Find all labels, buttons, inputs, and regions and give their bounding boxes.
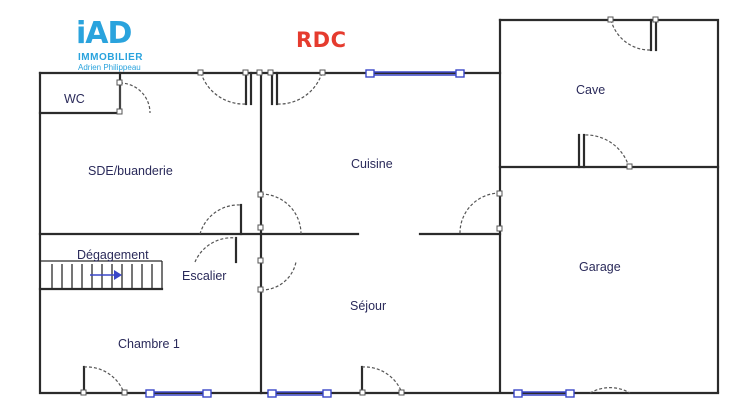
door-cave-top <box>610 19 652 51</box>
door-escalier-sejour <box>260 261 297 291</box>
window-cuisine-right <box>455 69 465 78</box>
room-label-cave: Cave <box>576 83 605 97</box>
room-label-garage: Garage <box>579 260 621 274</box>
windows <box>145 69 575 398</box>
stair-arrow-icon <box>90 270 122 280</box>
agency-logo: iAD IMMOBILIER Adrien Philippeau <box>70 18 180 74</box>
door-garage-kitchen <box>459 192 501 235</box>
window-garage-right <box>565 389 575 398</box>
room-label-wc: WC <box>64 92 85 106</box>
window-chambre-left <box>145 389 155 398</box>
room-label-cuisine: Cuisine <box>351 157 393 171</box>
logo-agent-name: Adrien Philippeau <box>78 63 141 72</box>
door-swings <box>83 19 652 394</box>
door-escalier-deg <box>194 237 237 263</box>
wall-nodes <box>80 16 659 396</box>
room-label-degagement: Dégagement <box>77 248 149 262</box>
window-sejour-right <box>322 389 332 398</box>
window-sejour-left <box>267 389 277 398</box>
door-garage-south <box>589 387 631 394</box>
logo-brand: iAD <box>76 16 132 51</box>
door-cave-bottom <box>583 134 630 168</box>
room-label-sejour: Séjour <box>350 299 386 313</box>
wall-south-west <box>38 71 720 395</box>
door-sejour-south <box>361 366 403 394</box>
logo-tagline: IMMOBILIER <box>78 52 143 63</box>
window-garage-left <box>513 389 523 398</box>
wall-north-east <box>498 18 720 394</box>
door-sde-south <box>199 204 242 235</box>
level-title: RDC <box>296 28 347 52</box>
window-cuisine-left <box>365 69 375 78</box>
room-label-chambre: Chambre 1 <box>118 337 180 351</box>
room-label-sde: SDE/buanderie <box>88 164 173 178</box>
door-cuisine-north <box>276 72 323 105</box>
door-chambre-south <box>83 366 125 394</box>
room-label-escalier: Escalier <box>182 269 226 283</box>
door-cuisine-sde <box>260 193 302 235</box>
door-wc <box>119 82 151 114</box>
window-chambre-right <box>202 389 212 398</box>
staircase <box>40 260 163 289</box>
door-sde-north <box>200 72 247 105</box>
